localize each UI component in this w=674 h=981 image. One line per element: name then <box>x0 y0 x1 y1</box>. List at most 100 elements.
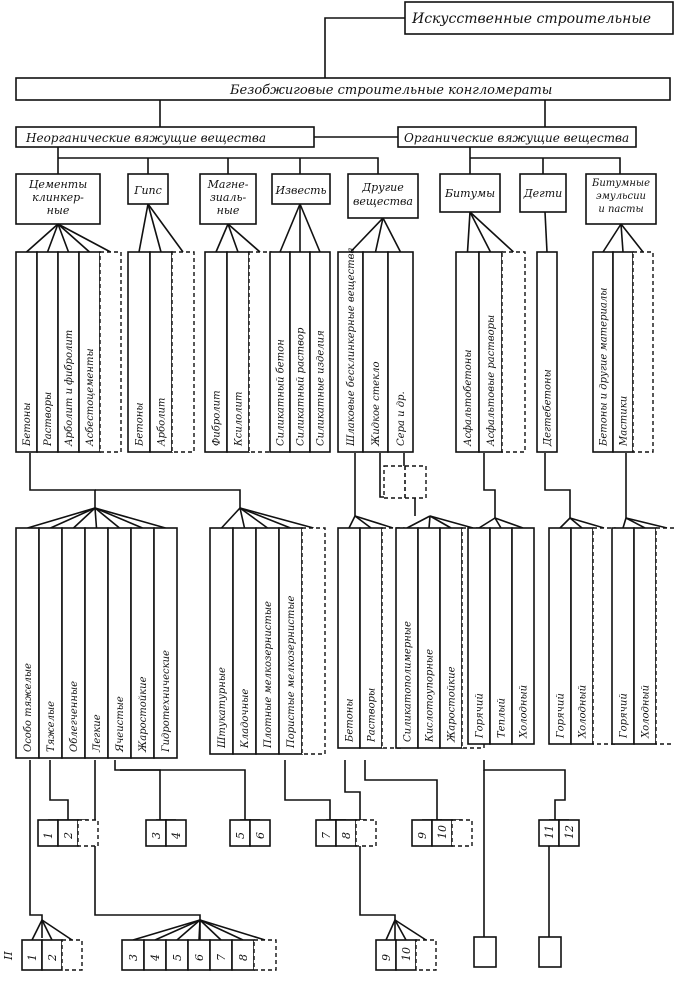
connector-lime <box>279 203 301 253</box>
connector-asphalt <box>483 453 496 518</box>
kind-other-label: Растворы <box>367 688 378 743</box>
main-bar-label: Безобжиговые строительные конгломераты <box>229 83 552 98</box>
connector-concretes <box>29 453 96 508</box>
binder-other-l1: Другие <box>361 181 404 194</box>
connector-gypsum <box>147 203 162 253</box>
product-tars-label: Дегтебетоны <box>543 369 554 447</box>
l4-g3-number: 6 <box>254 832 267 839</box>
product-cements-cell <box>99 251 122 453</box>
connector-tars <box>544 211 548 253</box>
binder-bitumens <box>439 173 501 213</box>
connector-l5-g1 <box>31 919 43 941</box>
product-lime-label: Силикатные изделия <box>316 330 327 446</box>
kind-asphalt-cell <box>511 527 535 745</box>
product-emulsions-label: Мастики <box>619 396 630 447</box>
l4-g5-number: 10 <box>436 825 449 839</box>
kind-concretes-cell <box>153 527 178 759</box>
kind-emulsion-label: Горячий <box>619 693 630 739</box>
binder-emulsions <box>585 173 657 225</box>
product-other-label: Сера и др. <box>396 391 407 446</box>
connector-l5-g2 <box>94 760 201 940</box>
connector-mortars <box>95 489 241 508</box>
connector-emulsions <box>602 223 622 253</box>
product-gypsum-label: Бетоны <box>135 402 146 447</box>
connector-l5-g2 <box>154 919 201 941</box>
binder-bitumens-label: Битумы <box>444 187 495 200</box>
connector-kind-mortars <box>220 507 241 529</box>
l4-g5-cell <box>451 819 473 847</box>
binder-cements <box>15 173 101 225</box>
kind-mortars-label: Плотные мелкозернистые <box>263 601 274 749</box>
product-other-label: Шлаковые бесклинкерные вещества <box>346 248 357 447</box>
connector-l5-g2 <box>132 919 201 941</box>
connector-kind-concretes <box>94 507 121 529</box>
empty-box-1 <box>473 936 497 968</box>
product-other-cell <box>387 251 414 453</box>
connector-l5-g3 <box>394 919 427 941</box>
l5-g3-number: 9 <box>380 954 393 961</box>
product-gypsum-label: Арболит <box>157 398 168 447</box>
connector-main-groups <box>159 100 546 127</box>
connector-magnesia <box>227 223 239 253</box>
connector-kind-mortars <box>239 507 314 529</box>
binder-magnesia-l1: Магне- <box>207 178 249 191</box>
kind-concretes-label: Ячеистые <box>115 696 126 753</box>
connector-l4-g3 <box>120 769 246 820</box>
l4-g4-number: 8 <box>340 832 353 839</box>
l5-g1-number: 2 <box>46 954 59 962</box>
kind-asphalt-label: Горячий <box>475 693 486 739</box>
connector-organic-binders <box>469 147 621 174</box>
connector-inorganic-binders <box>57 147 379 174</box>
product-cements-label: Арболит и фибролит <box>64 330 75 447</box>
l5-g3-number: 10 <box>400 947 413 961</box>
l5-g2-number: 3 <box>127 954 140 961</box>
connector-kind-other <box>354 515 372 529</box>
product-lime-cell <box>309 251 331 453</box>
product-cements-label: Асбестоцементы <box>85 348 96 447</box>
connector-l5-g1 <box>41 919 73 941</box>
binder-lime-label: Известь <box>274 184 326 197</box>
kind-liquid_glass-label: Кислотоупорные <box>425 649 436 743</box>
connector-kind-liquid_glass <box>428 515 431 529</box>
binder-other <box>347 173 419 219</box>
connector-cements <box>25 223 59 253</box>
connector-emulsions <box>620 223 644 253</box>
product-cements-label: Растворы <box>43 392 54 447</box>
connector-kind-other <box>354 515 394 529</box>
connector-kind-tar <box>569 517 605 529</box>
l4-g3-number: 5 <box>234 832 247 839</box>
kind-asphalt-label: Теплый <box>497 698 508 738</box>
connector-kind-liquid_glass <box>406 515 431 529</box>
connector-kind-concretes <box>27 507 96 529</box>
connector-magnesia <box>227 223 261 253</box>
kind-liquid_glass-label: Жаростойкие <box>447 666 458 743</box>
connector-l5-g2 <box>199 919 244 941</box>
connector-l5-g2 <box>198 919 201 941</box>
connector-l5-g2 <box>199 919 266 941</box>
connector-l4-g5 <box>364 760 438 820</box>
numbered-connectors <box>31 819 569 941</box>
kind-concretes-label: Тяжелые <box>46 701 57 752</box>
binder-emulsions-l2: эмульсии <box>596 191 646 202</box>
connector-kind-mortars <box>239 507 291 529</box>
kind-concretes-label: Жаростойкие <box>138 676 149 753</box>
connector-cements <box>57 223 91 253</box>
l5-g2-number: 5 <box>171 954 184 961</box>
binder-emulsions-l3: и пасты <box>598 204 643 215</box>
connector-kind-concretes <box>94 507 166 529</box>
connector-kind-mortars <box>239 507 268 529</box>
l4-g1-number: 2 <box>62 832 75 840</box>
l4-g2-number: 4 <box>170 832 183 840</box>
connector-l5-g3 <box>344 760 396 940</box>
l4-g6-cell <box>558 819 580 847</box>
l4-g4-number: 7 <box>320 832 333 839</box>
product-emulsions-cell <box>632 251 654 453</box>
binder-magnesia <box>199 173 257 225</box>
connector-l5-g2 <box>176 919 201 941</box>
connector-kind-asphalt <box>494 517 502 529</box>
kind-mortars-cell <box>301 527 326 755</box>
group-organic-label: Органические вяжущие вещества <box>404 131 629 145</box>
l4-g4-cell <box>355 819 377 847</box>
connector-kind-concretes <box>50 507 96 529</box>
product-bitumens-cell <box>501 251 526 453</box>
